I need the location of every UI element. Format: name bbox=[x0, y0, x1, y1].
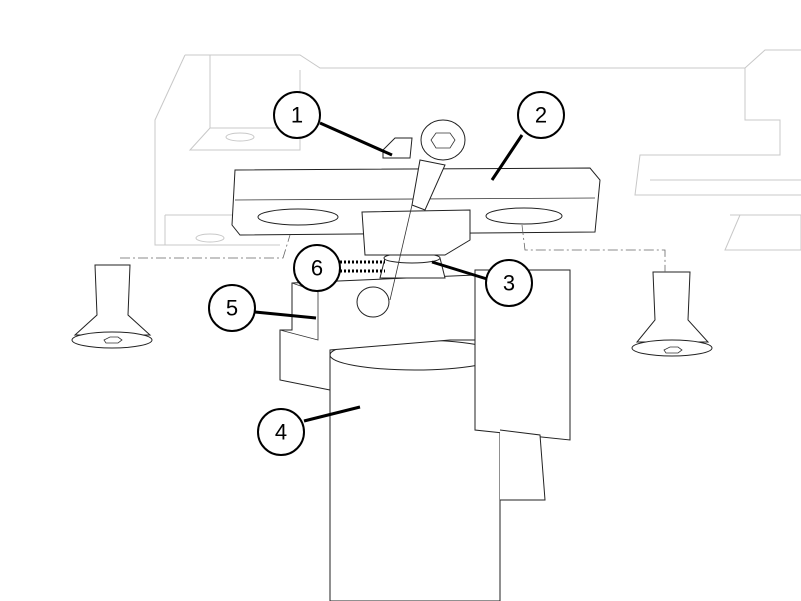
svg-text:1: 1 bbox=[291, 103, 303, 128]
part-4-body bbox=[329, 269, 571, 601]
svg-text:3: 3 bbox=[503, 271, 515, 296]
left-axis-line bbox=[120, 234, 291, 259]
callout-2: 2 bbox=[517, 91, 565, 139]
part-3-nut bbox=[379, 252, 446, 279]
leader-1 bbox=[319, 121, 393, 157]
leader-4 bbox=[303, 405, 361, 423]
svg-text:5: 5 bbox=[226, 296, 238, 321]
callout-5: 5 bbox=[208, 284, 256, 332]
right-screw bbox=[631, 271, 713, 357]
leader-3 bbox=[431, 260, 488, 281]
leader-2 bbox=[490, 134, 524, 181]
callout-6: 6 bbox=[293, 244, 341, 292]
callout-1: 1 bbox=[273, 91, 321, 139]
svg-text:4: 4 bbox=[275, 420, 287, 445]
right-axis-line bbox=[521, 224, 666, 272]
callout-3: 3 bbox=[485, 259, 533, 307]
leader-5 bbox=[254, 310, 317, 320]
left-screw bbox=[71, 264, 153, 349]
svg-text:6: 6 bbox=[311, 256, 323, 281]
callout-4: 4 bbox=[257, 408, 305, 456]
svg-text:2: 2 bbox=[535, 103, 547, 128]
background-frame bbox=[154, 49, 801, 251]
leader-6 bbox=[340, 260, 385, 273]
